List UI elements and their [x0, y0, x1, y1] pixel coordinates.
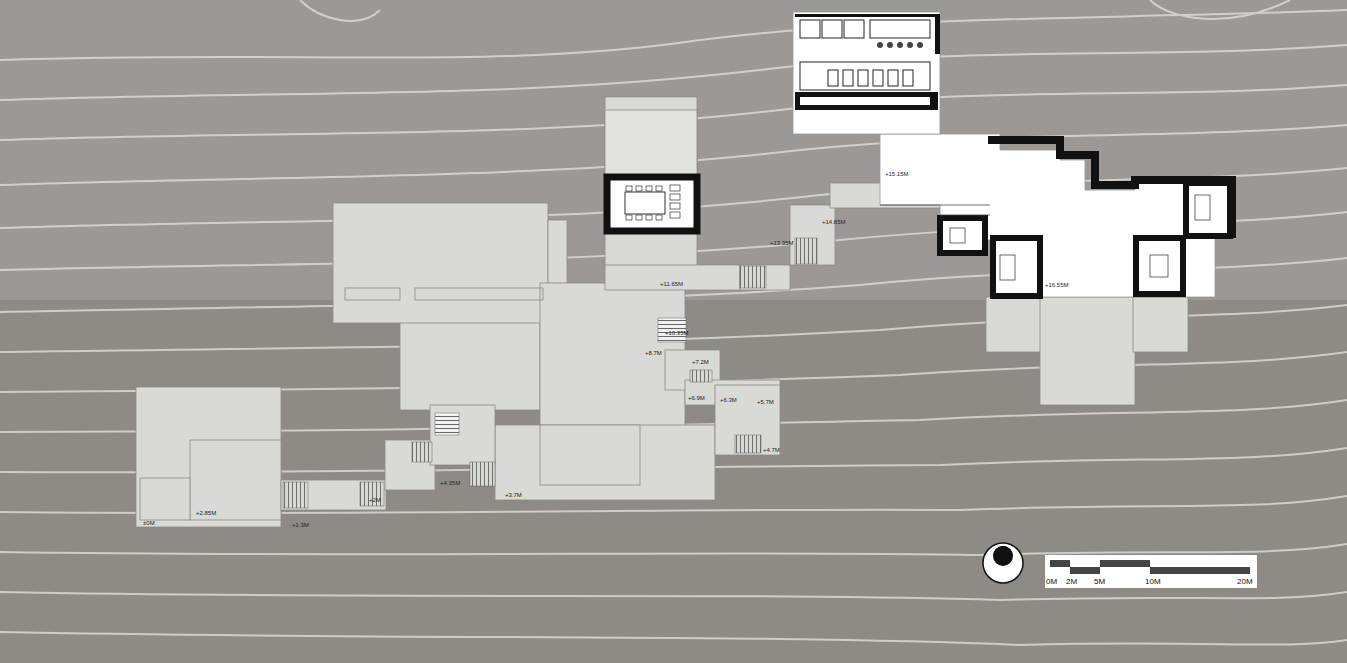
elevation-label: +13.35M — [770, 240, 794, 246]
elevation-label: +8.7M — [645, 350, 662, 356]
elevation-label: +14.85M — [822, 219, 846, 225]
elevation-label: +4.7M — [763, 447, 780, 453]
elevation-label: +6.3M — [720, 397, 737, 403]
elevation-label: +15.15M — [885, 171, 909, 177]
meeting-room — [607, 177, 697, 231]
elevation-label: +3.7M — [505, 492, 522, 498]
upper-building — [793, 12, 1232, 297]
elevation-label: +1.3M — [292, 522, 309, 528]
elevation-label: +5.7M — [757, 399, 774, 405]
elevation-label: +10.35M — [665, 330, 689, 336]
elevation-label: +2M — [369, 497, 381, 503]
scale-label: 5M — [1094, 578, 1105, 586]
contour-lines — [0, 0, 1347, 645]
elevation-label: ±0M — [143, 520, 155, 526]
scale-label: 2M — [1066, 578, 1077, 586]
elevation-label: +16.55M — [1045, 282, 1069, 288]
elevation-label: +7.2M — [692, 359, 709, 365]
elevation-label: +6.9M — [688, 395, 705, 401]
scale-label: 10M — [1145, 578, 1161, 586]
elevation-label: +4.35M — [440, 480, 460, 486]
elevation-label: +11.65M — [660, 281, 683, 287]
scale-label: 0M — [1046, 578, 1057, 586]
elevation-label: +2.85M — [196, 510, 216, 516]
stairs — [283, 218, 1072, 508]
scale-label: 20M — [1237, 578, 1253, 586]
north-arrow — [983, 543, 1023, 583]
scale-bar — [1045, 555, 1257, 588]
